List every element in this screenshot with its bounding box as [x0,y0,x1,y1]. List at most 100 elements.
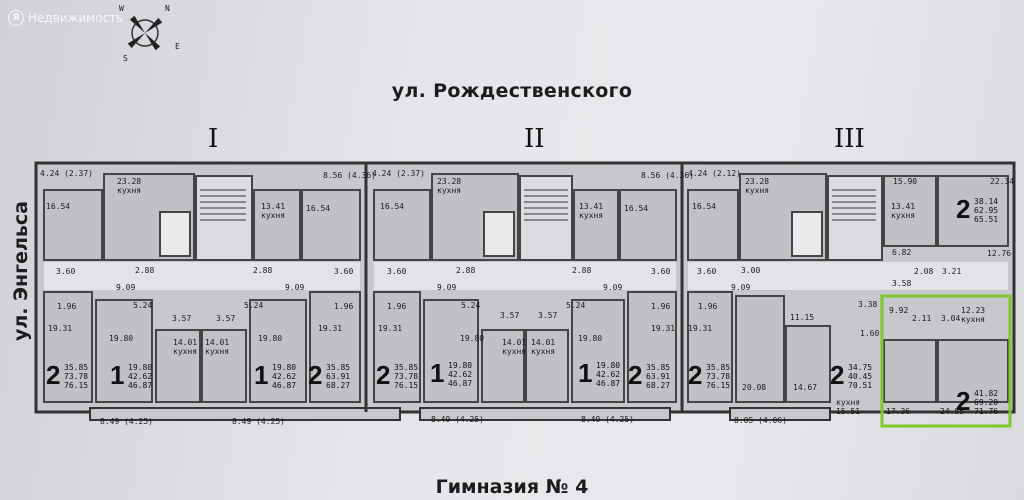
apartment-area-value: 76.15 [706,381,730,390]
room-label: 12.76 [987,249,1011,258]
room-label: 11.15 [790,313,814,322]
apartment-area-value: 71.76 [974,407,998,416]
apartment-area-value: 65.51 [974,215,998,224]
watermark-logo-icon: Я [8,10,24,26]
room-label: 22.34 [990,177,1014,186]
room-label: 5.24 [244,301,263,310]
room-label: 1.96 [651,302,670,311]
apartment-area-value: 19.80 [448,361,472,370]
apartment-area-value: 73.78 [706,372,730,381]
room-label: 14.67 [793,383,817,392]
room-label: 13.41 [579,202,603,211]
room-label: 16.54 [624,204,648,213]
room-label: 9.09 [116,283,135,292]
room-label: кухня [173,347,197,356]
room-label: 3.60 [651,267,670,276]
room-label: 2.88 [456,266,475,275]
room-label: 8.49 (4.25) [581,415,634,424]
room-label: 23.28 [437,177,461,186]
room-label: 3.58 [892,279,911,288]
apartment-area-value: 68.27 [326,381,350,390]
apartment-area-value: 63.91 [646,372,670,381]
section-1-rooms [43,173,361,403]
room-label: 2.11 [912,314,931,323]
apartment-room-count: 1 [578,358,592,388]
room-label: 8.49 (4.25) [232,417,285,426]
room-label: 9.92 [889,306,908,315]
apartment-area-value: 46.87 [128,381,152,390]
apartment-room-count: 2 [628,360,642,390]
room-label: 19.31 [48,324,72,333]
room-label: кухня [745,186,769,195]
room-label: 4.24 (2.37) [372,169,425,178]
room-label: 8.49 (4.25) [431,415,484,424]
apartment-area-value: 38.14 [974,197,998,206]
room-label: 5.24 [461,301,480,310]
watermark-text: Недвижимость [28,11,124,25]
room-label: 3.60 [334,267,353,276]
room-label: 8.49 (4.25) [100,417,153,426]
balcony-3 [729,407,831,421]
apartment-area-value: 40.45 [848,372,872,381]
room-label: 14.01 [173,338,197,347]
room-label: 15.90 [893,177,917,186]
room-label: 2.08 [914,267,933,276]
apartment-area-value: 69.20 [974,398,998,407]
room-label: кухня [437,186,461,195]
room-label: 16.54 [306,204,330,213]
apartment-area-value: 34.75 [848,363,872,372]
room-label: 8.56 (4.36) [323,171,376,180]
apartment-room-count: 2 [688,360,702,390]
room-label: 19.31 [378,324,402,333]
room-label: 3.57 [500,311,519,320]
room-label: 13.41 [261,202,285,211]
stairs-icons [200,189,876,221]
room-label: 24.55 [940,407,964,416]
section-3-corridor [688,262,1008,290]
highlighted-apartment-outline [880,294,1012,428]
apartment-area-value: 46.87 [448,379,472,388]
section-number-1: I [208,124,219,154]
room-label: 9.09 [603,283,622,292]
room-label: 3.60 [56,267,75,276]
room-label: 19.80 [258,334,282,343]
apartment-room-count: 2 [956,386,970,416]
room-label: 19.31 [651,324,675,333]
room-label: кухня [117,186,141,195]
apartment-area-value: 42.62 [272,372,296,381]
apartment-area-value: 70.51 [848,381,872,390]
room-label: 8.56 (4.36) [641,171,694,180]
room-label: 15.51 [836,407,860,416]
room-label: 19.80 [109,334,133,343]
room-label: 2.88 [572,266,591,275]
room-label: 3.60 [697,267,716,276]
apartment-area-value: 35.85 [64,363,88,372]
apartment-area-value: 35.85 [646,363,670,372]
section-3-rooms [687,173,1009,403]
street-bottom-label: Гимназия № 4 [435,476,589,498]
room-label: 20.08 [742,383,766,392]
apartment-area-value: 63.91 [326,372,350,381]
apartment-room-count: 2 [956,194,970,224]
room-label: кухня [579,211,603,220]
room-label: 3.60 [387,267,406,276]
compass-rose-icon: W N E S [119,4,180,63]
room-label: кухня [836,398,860,407]
room-label: кухня [502,347,526,356]
apartment-room-count: 1 [430,358,444,388]
room-label: кухня [891,211,915,220]
compass-s: S [123,54,128,63]
apartment-area-value: 19.80 [272,363,296,372]
room-label: 1.96 [698,302,717,311]
room-label: 19.31 [688,324,712,333]
room-label: 13.41 [891,202,915,211]
room-label: 4.24 (2.37) [40,169,93,178]
